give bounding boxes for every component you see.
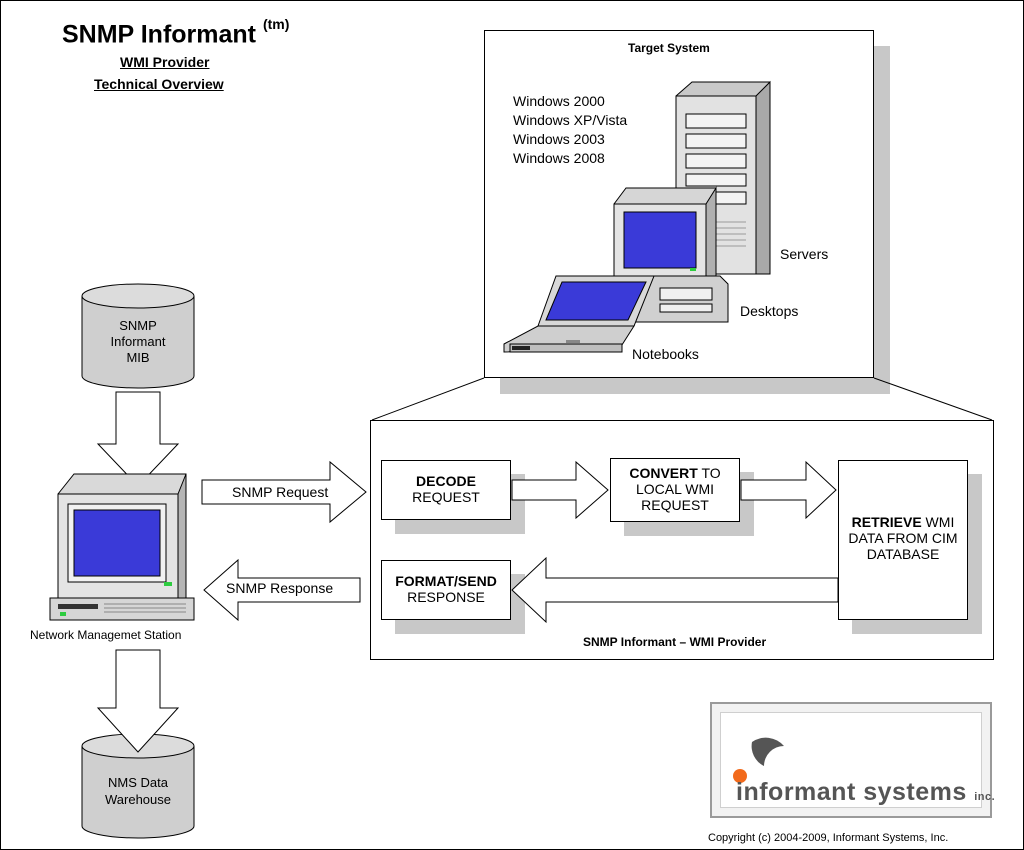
provider-caption: SNMP Informant – WMI Provider <box>583 635 767 649</box>
logo-text: informant systems <box>736 778 967 806</box>
decode-box <box>381 460 511 520</box>
zoom-line-left <box>371 377 485 421</box>
snmp-request-arrow <box>201 460 367 524</box>
decode-rest: REQUEST <box>412 489 480 505</box>
os-item: Windows 2003 <box>513 131 605 147</box>
os-item: Windows 2008 <box>513 150 605 166</box>
desktop-icon <box>603 186 729 323</box>
convert-box <box>610 458 740 522</box>
warehouse-line: NMS Data <box>108 775 168 790</box>
os-list: Windows 2000 Windows XP/Vista Windows 20… <box>513 92 627 168</box>
retrieve-rest1: WMI <box>921 514 955 530</box>
retrieve-rest3: DATABASE <box>866 546 940 562</box>
retrieve-box <box>838 460 968 620</box>
mib-line: MIB <box>126 350 150 365</box>
desktops-label: Desktops <box>740 303 799 319</box>
format-bold: FORMAT/SEND <box>395 573 497 589</box>
company-logo-box <box>710 702 992 818</box>
convert-rest3: REQUEST <box>641 497 709 513</box>
mib-line: Informant <box>110 334 166 349</box>
snmp-response-label: SNMP Response <box>226 580 334 596</box>
mib-down-arrow <box>96 391 180 487</box>
copyright-text: Copyright (c) 2004-2009, Informant Syste… <box>708 832 949 844</box>
format-rest: RESPONSE <box>407 589 485 605</box>
page-title: SNMP Informant (tm) <box>62 16 289 49</box>
warehouse-line: Warehouse <box>105 792 171 807</box>
convert-text: CONVERT TO LOCAL WMI REQUEST <box>610 465 740 513</box>
decode-to-convert-arrow <box>511 460 609 520</box>
target-system-title: Target System <box>628 41 710 55</box>
nms-station-label: Network Managemet Station <box>30 628 182 642</box>
mib-line: SNMP <box>119 318 157 333</box>
os-item: Windows XP/Vista <box>513 112 628 128</box>
decode-text: DECODE REQUEST <box>381 473 511 505</box>
warehouse-down-arrow <box>96 649 180 753</box>
convert-bold: CONVERT <box>629 465 698 481</box>
title-text: SNMP Informant <box>62 20 256 49</box>
nms-computer-icon <box>49 473 195 621</box>
trademark-mark: (tm) <box>262 16 290 32</box>
servers-label: Servers <box>780 246 829 262</box>
format-text: FORMAT/SEND RESPONSE <box>381 573 511 605</box>
retrieve-rest2: DATA FROM CIM <box>848 530 958 546</box>
decode-bold: DECODE <box>416 473 476 489</box>
logo-suffix: inc. <box>974 791 996 803</box>
convert-rest1: TO <box>697 465 721 481</box>
zoom-line-right <box>873 377 993 421</box>
snmp-response-arrow <box>203 558 361 622</box>
notebook-icon <box>503 275 655 353</box>
format-box <box>381 560 511 620</box>
os-item: Windows 2000 <box>513 93 605 109</box>
logo-wordmark: informant systems inc. <box>736 778 995 807</box>
convert-to-retrieve-arrow <box>740 460 837 520</box>
retrieve-bold: RETRIEVE <box>851 514 922 530</box>
retrieve-to-format-arrow <box>511 556 839 624</box>
mib-database-icon <box>81 283 195 389</box>
snmp-request-label: SNMP Request <box>232 484 329 500</box>
subtitle-technical-overview: Technical Overview <box>94 76 224 92</box>
subtitle-wmi-provider: WMI Provider <box>120 54 210 70</box>
notebooks-label: Notebooks <box>632 346 699 362</box>
nms-warehouse-label: NMS Data Warehouse <box>82 774 194 808</box>
retrieve-text: RETRIEVE WMI DATA FROM CIM DATABASE <box>838 514 968 562</box>
convert-rest2: LOCAL WMI <box>635 481 715 497</box>
mib-database-label: SNMP Informant MIB <box>82 318 194 366</box>
